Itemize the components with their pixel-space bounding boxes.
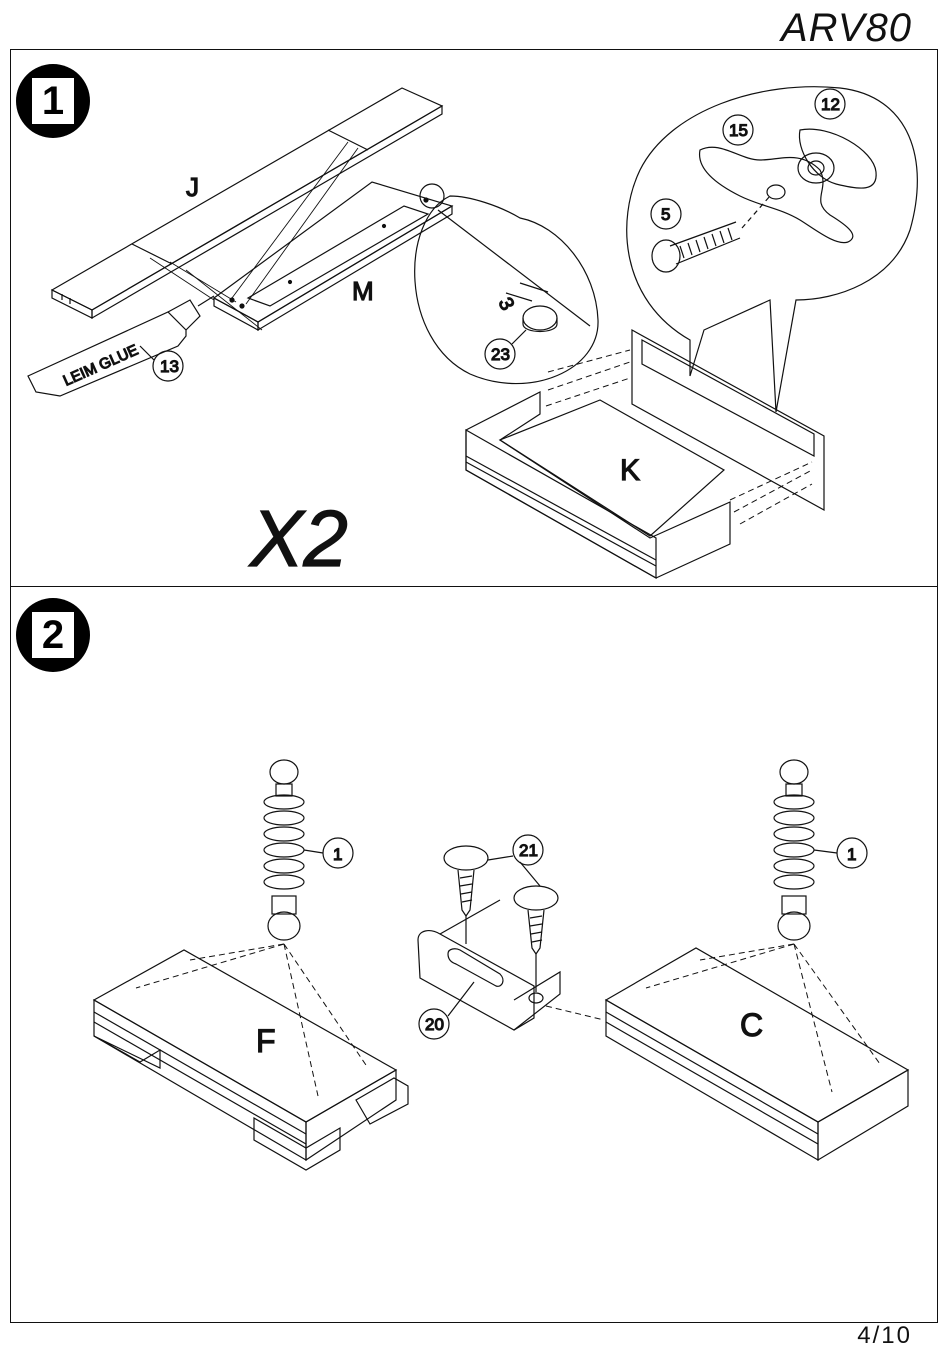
part-12-label: 12	[821, 95, 840, 114]
repeat-label: X2	[248, 494, 348, 583]
part-21-label: 21	[519, 841, 538, 860]
cam-bolt-left-drawing	[264, 760, 304, 940]
dimension-label: 3	[494, 294, 519, 314]
panel-k-assembly-drawing	[466, 330, 824, 578]
panel-j-label: J	[186, 172, 199, 202]
part-13-label: 13	[160, 357, 179, 376]
panel-j-drawing	[52, 88, 442, 318]
part-5-label: 5	[661, 205, 670, 224]
glue-label: LEIM GLUE	[61, 342, 141, 390]
glue-tube-drawing	[28, 296, 214, 396]
panel-k-label: K	[620, 454, 640, 487]
fitting-detail-drawing	[627, 87, 918, 412]
part-1-right-label: 1	[847, 845, 856, 864]
panel-f-drawing	[94, 950, 408, 1170]
panel-f-label: F	[256, 1023, 276, 1059]
panel-m-drawing	[214, 182, 452, 330]
part-23-label: 23	[491, 345, 510, 364]
part-15-label: 15	[729, 121, 748, 140]
cam-bolt-right-drawing	[774, 760, 814, 940]
panel-m-label: M	[352, 276, 374, 306]
screws-21-drawing	[444, 846, 558, 992]
panel-c-label: C	[740, 1007, 763, 1043]
part-20-label: 20	[425, 1015, 444, 1034]
panel-c-drawing	[606, 948, 908, 1160]
part-1-left-label: 1	[333, 845, 342, 864]
page-number: 4/10	[857, 1322, 912, 1350]
